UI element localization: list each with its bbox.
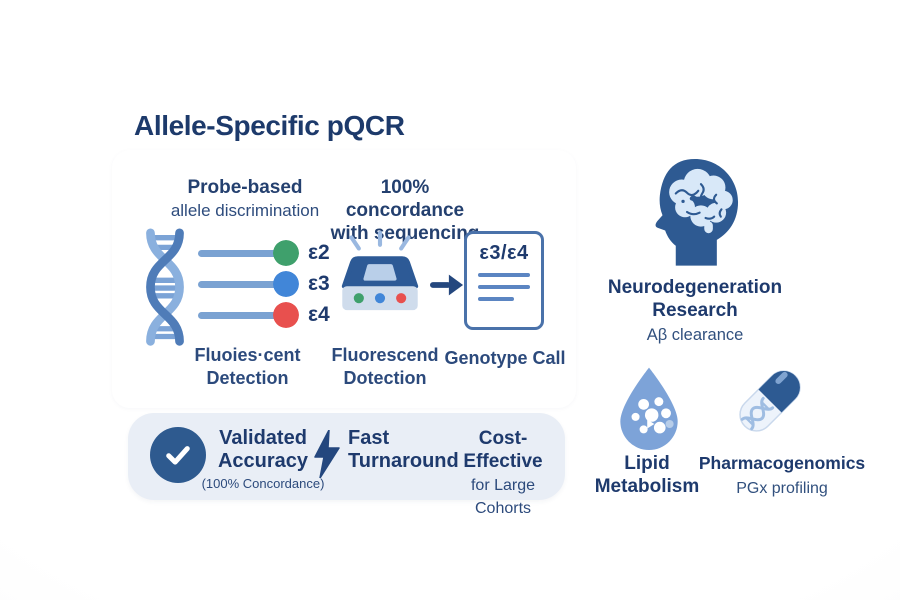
benefit-fast-turnaround: Fast Turnaround bbox=[348, 427, 459, 473]
probe-row-e2: ε2 bbox=[198, 240, 330, 266]
checkmark-glyph bbox=[166, 446, 190, 465]
probe-caption-line1: Fluoies·cent bbox=[194, 345, 301, 365]
allele-dot-e3 bbox=[273, 271, 299, 297]
benefit-subtitle: Cohorts bbox=[474, 500, 532, 517]
machine-caption: Fluorescend Dotection bbox=[310, 344, 460, 390]
genotype-call-value: ε3/ε4 bbox=[479, 242, 529, 264]
lightning-bolt-icon bbox=[314, 430, 340, 478]
page-title: Allele-Specific pQCR bbox=[134, 110, 405, 141]
benefit-title: Turnaround bbox=[348, 450, 459, 472]
probe-line bbox=[198, 280, 278, 288]
application-neurodegeneration: Neurodegeneration Research Aβ clearance bbox=[595, 276, 795, 347]
allele-label-e4: ε4 bbox=[308, 303, 330, 326]
concordance-heading: 100% concordance with sequencing bbox=[320, 176, 490, 245]
application-pharmacogenomics: Pharmacogenomics PGx profiling bbox=[698, 452, 866, 500]
machine-caption-line2: Dotection bbox=[343, 368, 427, 388]
dna-helix-icon bbox=[146, 228, 184, 346]
application-title: Research bbox=[652, 300, 738, 321]
benefit-cost-effective: Cost-Effective for Large Cohorts bbox=[440, 427, 566, 519]
check-circle-icon bbox=[150, 427, 206, 483]
benefit-validated-accuracy: Validated Accuracy (100% Concordance) bbox=[200, 427, 326, 491]
benefit-title: Accuracy bbox=[217, 450, 309, 472]
probe-heading-rest: allele discrimination bbox=[170, 201, 320, 220]
benefit-title: Fast bbox=[348, 427, 390, 449]
application-lipid-metabolism: Lipid Metabolism bbox=[586, 452, 708, 498]
application-subtitle: Aβ clearance bbox=[646, 326, 744, 344]
application-title: Neurodegeneration bbox=[607, 277, 783, 298]
report-line bbox=[478, 285, 530, 289]
allele-label-e3: ε3 bbox=[308, 272, 330, 295]
pill-capsule-icon bbox=[739, 370, 801, 432]
machine-caption-line1: Fluorescend bbox=[331, 345, 439, 365]
concordance-line2: with sequencing bbox=[330, 223, 480, 244]
report-caption-text: Genotype Call bbox=[444, 348, 566, 368]
report-line bbox=[478, 273, 530, 277]
probe-caption: Fluoies·cent Detection bbox=[160, 344, 335, 390]
allele-dot-e4 bbox=[273, 302, 299, 328]
concordance-line1: 100% concordance bbox=[345, 177, 465, 221]
allele-label-e2: ε2 bbox=[308, 241, 330, 264]
benefit-title: Validated bbox=[219, 427, 307, 449]
application-subtitle: PGx profiling bbox=[736, 480, 828, 497]
probe-heading-bold: Probe-based bbox=[187, 177, 303, 198]
qpcr-machine-icon bbox=[341, 230, 419, 311]
probe-line bbox=[198, 311, 278, 319]
application-title: Lipid bbox=[624, 453, 670, 474]
arrow-right-icon bbox=[430, 274, 464, 296]
benefit-subtitle: for Large bbox=[470, 477, 536, 494]
allele-dot-e2 bbox=[273, 240, 299, 266]
probe-row-e4: ε4 bbox=[198, 302, 330, 328]
application-title: Metabolism bbox=[594, 476, 700, 497]
probe-caption-line2: Detection bbox=[206, 368, 289, 388]
lipid-droplet-icon bbox=[620, 367, 678, 450]
probe-line bbox=[198, 249, 278, 257]
genotype-report-icon: ε3/ε4 bbox=[464, 231, 544, 330]
probe-row-e3: ε3 bbox=[198, 271, 330, 297]
report-caption: Genotype Call bbox=[430, 347, 580, 370]
probe-heading: Probe-based allele discrimination bbox=[135, 176, 355, 222]
benefit-subtitle: (100% Concordance) bbox=[201, 476, 325, 491]
report-line bbox=[478, 297, 514, 301]
benefit-title: Cost-Effective bbox=[463, 428, 543, 472]
brain-head-icon bbox=[655, 158, 739, 266]
application-title: Pharmacogenomics bbox=[698, 453, 866, 473]
